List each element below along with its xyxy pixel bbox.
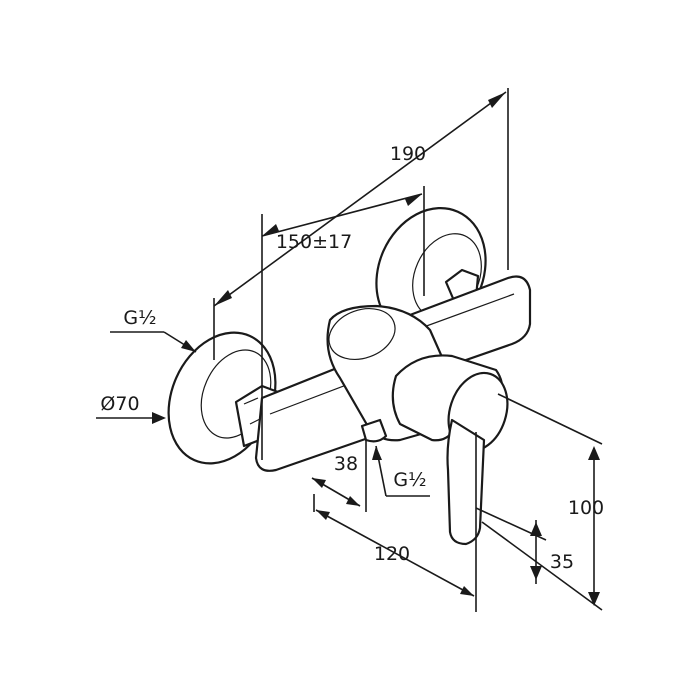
dimension-label-190: 190 [390,143,426,165]
dimension-label-diameter: Ø70 [100,393,139,415]
dimension-label-120: 120 [374,543,410,565]
dimension-label-100: 100 [568,497,604,519]
dimension-label-38: 38 [334,453,358,475]
mixer-body [167,207,532,546]
lever-handle [446,418,486,546]
dimension-center-distance: 150±17 [261,186,425,460]
dimension-label-150: 150±17 [276,231,352,253]
dimension-label-inlet-g: G½ [123,307,156,329]
dimension-depth: 120 [313,432,477,612]
dimension-rosette-diameter: Ø70 [96,393,166,424]
dimension-outlet-thread: G½ [372,445,430,497]
dimension-outlet-height: 35 [475,507,574,584]
dimension-label-outlet-g: G½ [393,469,426,491]
dimension-inlet-thread: G½ [110,307,197,353]
dimension-outlet-offset: 38 [311,440,367,512]
dimension-label-35: 35 [550,551,574,573]
